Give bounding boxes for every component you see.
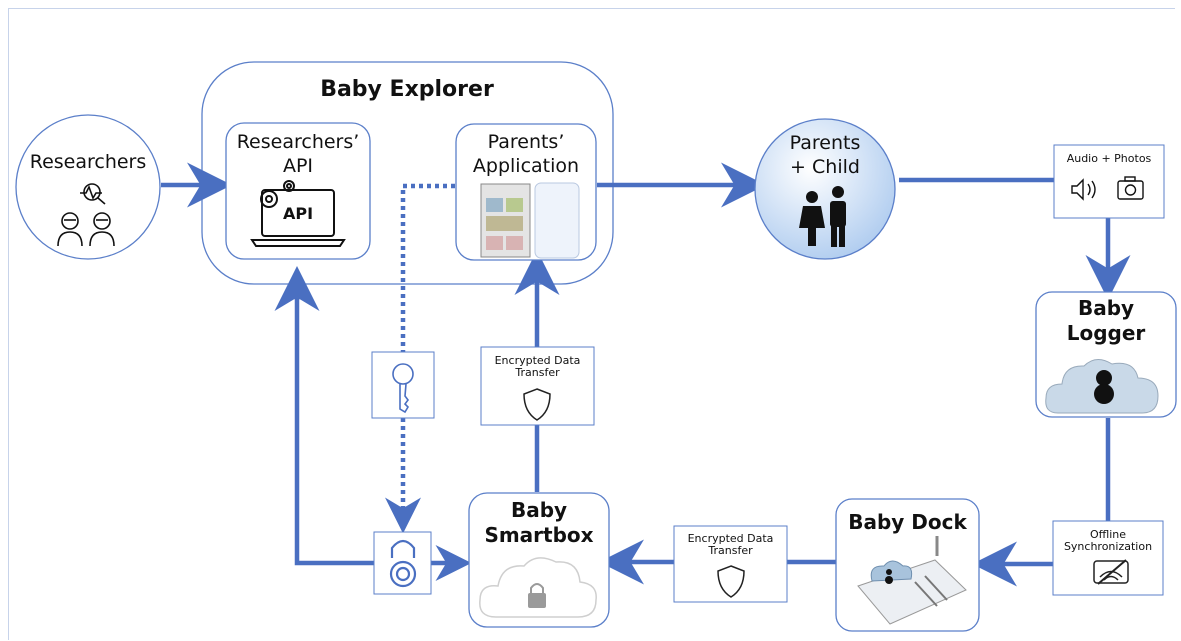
- researchers-api-line1: Researchers’: [236, 131, 360, 153]
- baby-smartbox-box: [468, 492, 610, 628]
- encrypted-vertical-label: Encrypted Data Transfer: [481, 355, 594, 379]
- offline-sync-line1: Offline: [1089, 528, 1127, 541]
- family-icon: [799, 186, 846, 247]
- arrow-lock-to-api: [274, 266, 374, 566]
- dotted-key-path: [385, 183, 455, 534]
- laptop-api-icon: [250, 180, 346, 247]
- parents-child-line1: Parents: [789, 132, 861, 154]
- key-box: [371, 351, 435, 419]
- offline-sync-line2: Synchronization: [1063, 540, 1153, 553]
- audio-photos-box: [1053, 144, 1165, 219]
- baby-explorer-title: Baby Explorer: [320, 77, 494, 102]
- researchers-node: [15, 114, 161, 260]
- cloud-lock-icon: [479, 557, 597, 618]
- baby-logger-label: Baby Logger: [1036, 296, 1176, 346]
- encrypted-bottom-box: [673, 525, 788, 603]
- baby-logger-line1: Baby: [1077, 296, 1135, 320]
- baby-smartbox-line2: Smartbox: [484, 523, 594, 547]
- encrypted-bottom-line1: Encrypted Data: [687, 532, 774, 545]
- parents-app-line2: Application: [472, 155, 580, 177]
- api-icon-text: API: [282, 204, 314, 223]
- dock-device-icon: [857, 536, 967, 625]
- shield-icon: [523, 388, 551, 421]
- baby-smartbox-label: Baby Smartbox: [469, 498, 609, 548]
- parents-child-line2: + Child: [790, 156, 860, 178]
- encrypted-vertical-line1: Encrypted Data: [494, 354, 581, 367]
- phone-screens-icon: [480, 182, 580, 259]
- offline-sync-label: Offline Synchronization: [1053, 529, 1163, 553]
- encrypted-bottom-label: Encrypted Data Transfer: [674, 533, 787, 557]
- baby-smartbox-line1: Baby: [510, 498, 568, 522]
- key-icon: [392, 363, 414, 414]
- parents-app-line1: Parents’: [487, 131, 565, 153]
- diagram-frame: [8, 8, 1175, 640]
- parents-app-label: Parents’ Application: [456, 130, 596, 178]
- baby-logger-line2: Logger: [1066, 321, 1146, 345]
- audio-photos-label: Audio + Photos: [1066, 152, 1152, 165]
- parents-child-node: [754, 118, 896, 260]
- baby-dock-label: Baby Dock: [848, 510, 967, 534]
- encrypted-vertical-box: [480, 346, 595, 426]
- researchers-api-label: Researchers’ API: [226, 130, 370, 178]
- cloud-device-icon: [1045, 359, 1159, 414]
- no-wifi-icon: [1093, 559, 1129, 585]
- researchers-api-line2: API: [282, 155, 314, 177]
- parents-child-label: Parents + Child: [755, 131, 895, 179]
- researchers-label: Researchers: [29, 151, 147, 173]
- shield-icon: [717, 565, 745, 598]
- encrypted-vertical-line2: Transfer: [515, 366, 560, 379]
- researchers-icon: [57, 183, 115, 247]
- encrypted-bottom-line2: Transfer: [708, 544, 753, 557]
- speaker-camera-icons: [1071, 176, 1144, 201]
- padlock-icon: [389, 539, 417, 588]
